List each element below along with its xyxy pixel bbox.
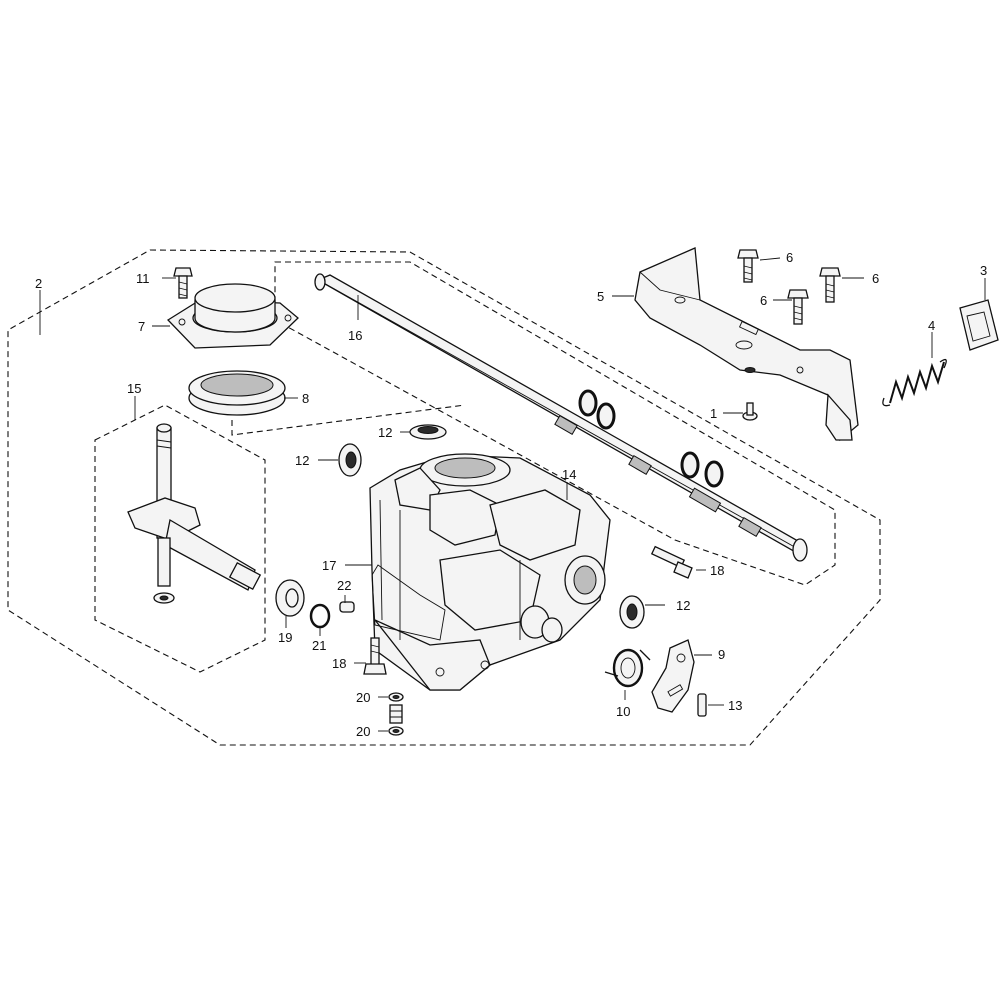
callout-18-left: 18 <box>332 656 346 671</box>
spring <box>882 358 947 407</box>
callout-12-left: 12 <box>295 453 309 468</box>
callout-13: 13 <box>728 698 742 713</box>
dowel-pin-13 <box>697 693 707 717</box>
callout-17: 17 <box>322 558 336 573</box>
shaft <box>314 273 808 562</box>
pin-22 <box>339 601 355 613</box>
shift-arm-boundary <box>94 404 266 673</box>
circlip-21 <box>309 603 331 629</box>
bolt-11 <box>173 267 193 299</box>
bolt-1 <box>742 402 758 421</box>
seal-ring <box>188 370 286 416</box>
pump-cover <box>166 283 299 349</box>
lever-plate-9 <box>651 639 695 713</box>
shaft-o-rings <box>578 389 724 488</box>
seal-group-boundary <box>231 404 466 436</box>
washer-19 <box>275 579 305 617</box>
bearing-12-right <box>619 595 645 629</box>
bolt-18-right <box>650 545 693 579</box>
bolt-6-middle <box>787 289 809 325</box>
callout-6-right: 6 <box>872 271 879 286</box>
bolt-6-top <box>737 249 759 283</box>
callout-7: 7 <box>138 319 145 334</box>
shaft-boundary <box>274 261 836 586</box>
callout-22: 22 <box>337 578 351 593</box>
bearing-12-top <box>409 424 447 440</box>
bolt-18-left <box>363 637 387 675</box>
callout-8: 8 <box>302 391 309 406</box>
callout-19: 19 <box>278 630 292 645</box>
assembly-boundary <box>7 249 881 746</box>
callout-3: 3 <box>980 263 987 278</box>
callout-11: 11 <box>136 271 150 286</box>
drain-plug <box>389 704 403 724</box>
housing-gasket-17 <box>371 564 446 641</box>
torsion-spring-10 <box>604 648 651 688</box>
callout-12-top: 12 <box>378 425 392 440</box>
callout-12-right: 12 <box>676 598 690 613</box>
callout-4: 4 <box>928 318 935 333</box>
bracket <box>634 247 859 442</box>
leader-lines <box>39 257 986 732</box>
bearing-12-left <box>338 443 362 477</box>
seal-washer-20-top <box>388 692 404 702</box>
callout-1: 1 <box>710 406 717 421</box>
shift-arm <box>127 423 262 604</box>
callout-6-top: 6 <box>786 250 793 265</box>
callout-20-top: 20 <box>356 690 370 705</box>
callout-2: 2 <box>35 276 42 291</box>
main-housing <box>369 453 611 691</box>
callout-20-bottom: 20 <box>356 724 370 739</box>
callout-16: 16 <box>348 328 362 343</box>
callout-10: 10 <box>616 704 630 719</box>
callout-labels: 1 2 3 4 5 6 6 6 7 8 9 10 11 12 12 12 13 … <box>35 250 987 739</box>
callout-18-right: 18 <box>710 563 724 578</box>
callout-9: 9 <box>718 647 725 662</box>
callout-15: 15 <box>127 381 141 396</box>
callout-21: 21 <box>312 638 326 653</box>
callout-6-middle: 6 <box>760 293 767 308</box>
bolt-6-right <box>819 267 841 303</box>
seal-washer-20-bottom <box>388 726 404 736</box>
callout-5: 5 <box>597 289 604 304</box>
callout-14: 14 <box>562 467 576 482</box>
clip <box>959 299 999 351</box>
